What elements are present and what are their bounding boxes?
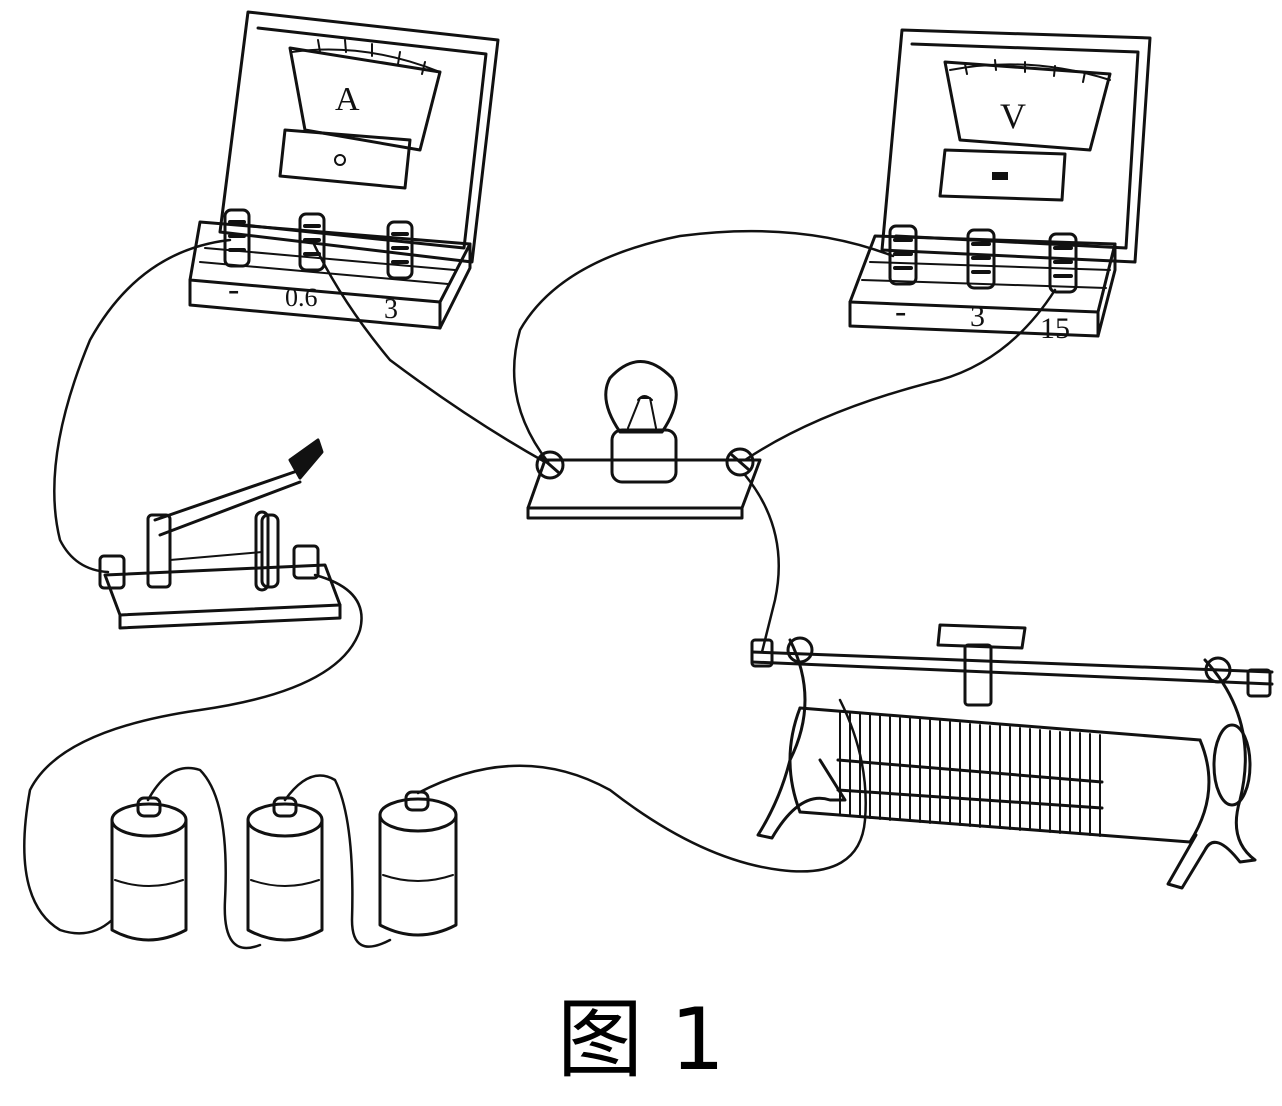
ammeter-terminal-3: 3 xyxy=(384,294,398,325)
voltmeter-terminal-3: 3 xyxy=(970,300,985,333)
battery-cell-2 xyxy=(246,796,324,942)
ammeter xyxy=(188,10,500,330)
rheostat xyxy=(750,623,1274,890)
voltmeter xyxy=(848,28,1152,338)
knife-switch xyxy=(98,438,342,630)
voltmeter-terminal-neg: - xyxy=(895,293,906,330)
ammeter-terminal-0.6: 0.6 xyxy=(285,283,318,312)
battery-cell-1 xyxy=(110,796,188,942)
wires xyxy=(23,229,1057,950)
figure-caption: 图 1 xyxy=(556,990,726,1090)
voltmeter-terminal-15: 15 xyxy=(1040,312,1070,345)
ammeter-dial-letter: A xyxy=(335,81,360,118)
ammeter-terminal-neg: - xyxy=(228,271,239,308)
battery-cell-3 xyxy=(378,790,458,937)
voltmeter-dial-letter: V xyxy=(1000,96,1026,136)
lamp-board xyxy=(526,360,762,520)
